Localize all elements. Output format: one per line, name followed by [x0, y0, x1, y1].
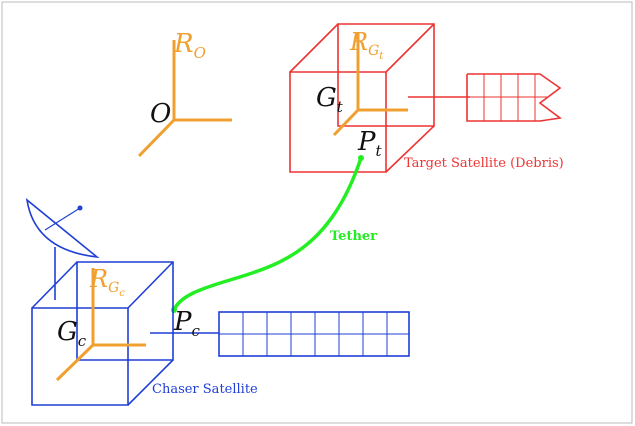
tether: Tether — [171, 155, 377, 313]
target-satellite-label: Target Satellite (Debris) — [404, 156, 564, 171]
origin-label: O — [150, 99, 171, 129]
target-com-label: Gt — [316, 83, 344, 116]
target-solar-panel — [466, 73, 563, 122]
chaser-satellite: RGc Gc Pc Chaser Satellite — [25, 198, 410, 406]
target-frame-label: RGt — [349, 28, 384, 62]
chaser-satellite-label: Chaser Satellite — [152, 382, 258, 397]
chaser-frame-label: RGc — [89, 265, 125, 299]
target-axis-y — [332, 108, 360, 137]
target-satellite: RGt Gt Pt Target Satellite (Debris) — [289, 23, 564, 173]
inertial-axis-y — [137, 118, 176, 158]
inertial-frame: RO O — [137, 29, 232, 158]
tether-line — [172, 157, 363, 311]
antenna-tip — [77, 205, 83, 211]
target-attach-point-label: Pt — [357, 127, 383, 160]
tether-label: Tether — [330, 229, 377, 244]
antenna-dish — [25, 198, 100, 259]
chaser-axis-y — [55, 343, 95, 382]
chaser-com-label: Gc — [57, 317, 87, 350]
tether-end-target — [358, 155, 364, 161]
antenna-feed — [44, 207, 81, 231]
inertial-frame-label: RO — [173, 29, 206, 62]
chaser-attach-point-label: Pc — [173, 307, 201, 340]
